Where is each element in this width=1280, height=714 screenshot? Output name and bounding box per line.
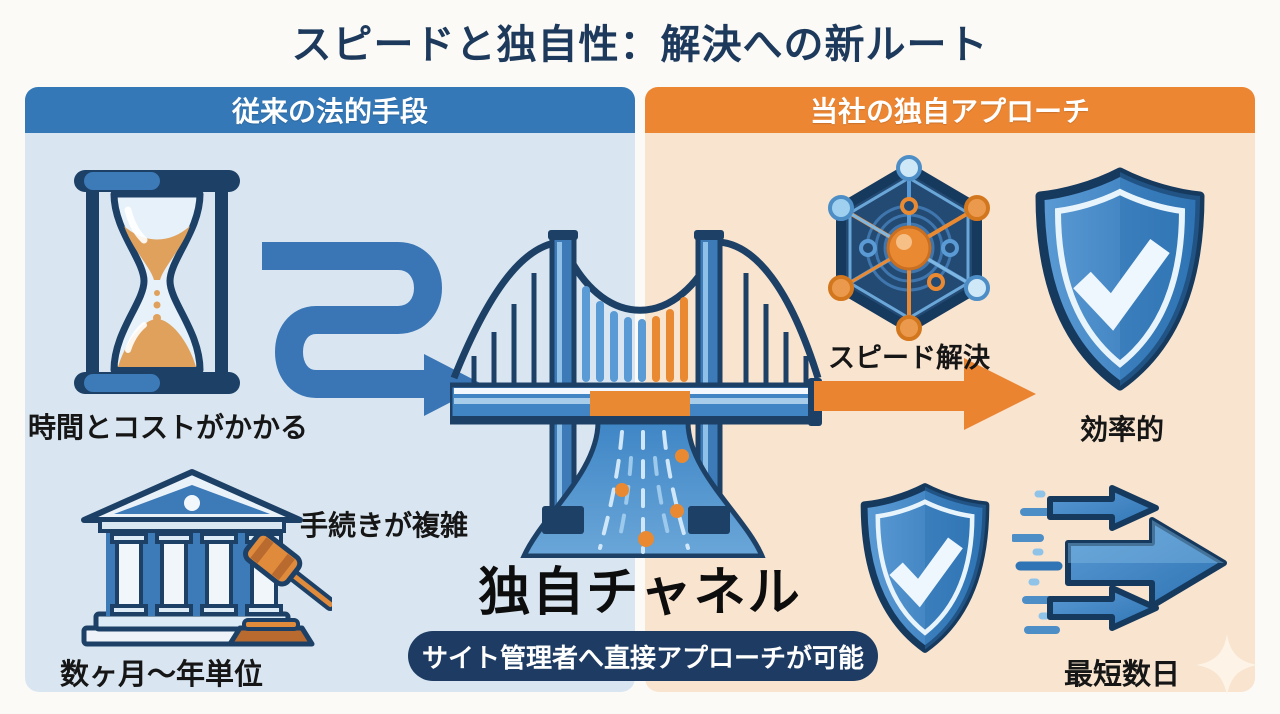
direct-approach-badge: サイト管理者へ直接アプローチが可能 bbox=[408, 631, 878, 681]
suspension-bridge-icon bbox=[450, 230, 822, 558]
unique-approach-header: 当社の独自アプローチ bbox=[645, 87, 1255, 133]
shield-check-small-icon bbox=[860, 483, 990, 653]
label-duration: 数ヶ月〜年単位 bbox=[60, 659, 264, 691]
network-hexagon-icon bbox=[828, 155, 990, 341]
hourglass-icon bbox=[74, 170, 240, 394]
orange-arrow-icon bbox=[814, 358, 1036, 430]
label-complex: 手続きが複雑 bbox=[300, 510, 469, 541]
page-title: スピードと独自性：解決への新ルート bbox=[291, 23, 989, 67]
label-speed-resolution: スピード解決 bbox=[828, 343, 990, 373]
speed-arrows-icon bbox=[1012, 485, 1227, 634]
unique-channel-label: 独自チャネル bbox=[478, 564, 802, 622]
shield-check-icon bbox=[1035, 167, 1205, 391]
sparkle-icon bbox=[1196, 634, 1258, 696]
courthouse-gavel-icon bbox=[81, 469, 332, 647]
label-shortest-days: 最短数日 bbox=[1064, 659, 1181, 691]
label-time-cost: 時間とコストがかかる bbox=[28, 412, 309, 443]
label-efficient: 効率的 bbox=[1080, 414, 1165, 445]
traditional-methods-header: 従来の法的手段 bbox=[25, 87, 635, 133]
